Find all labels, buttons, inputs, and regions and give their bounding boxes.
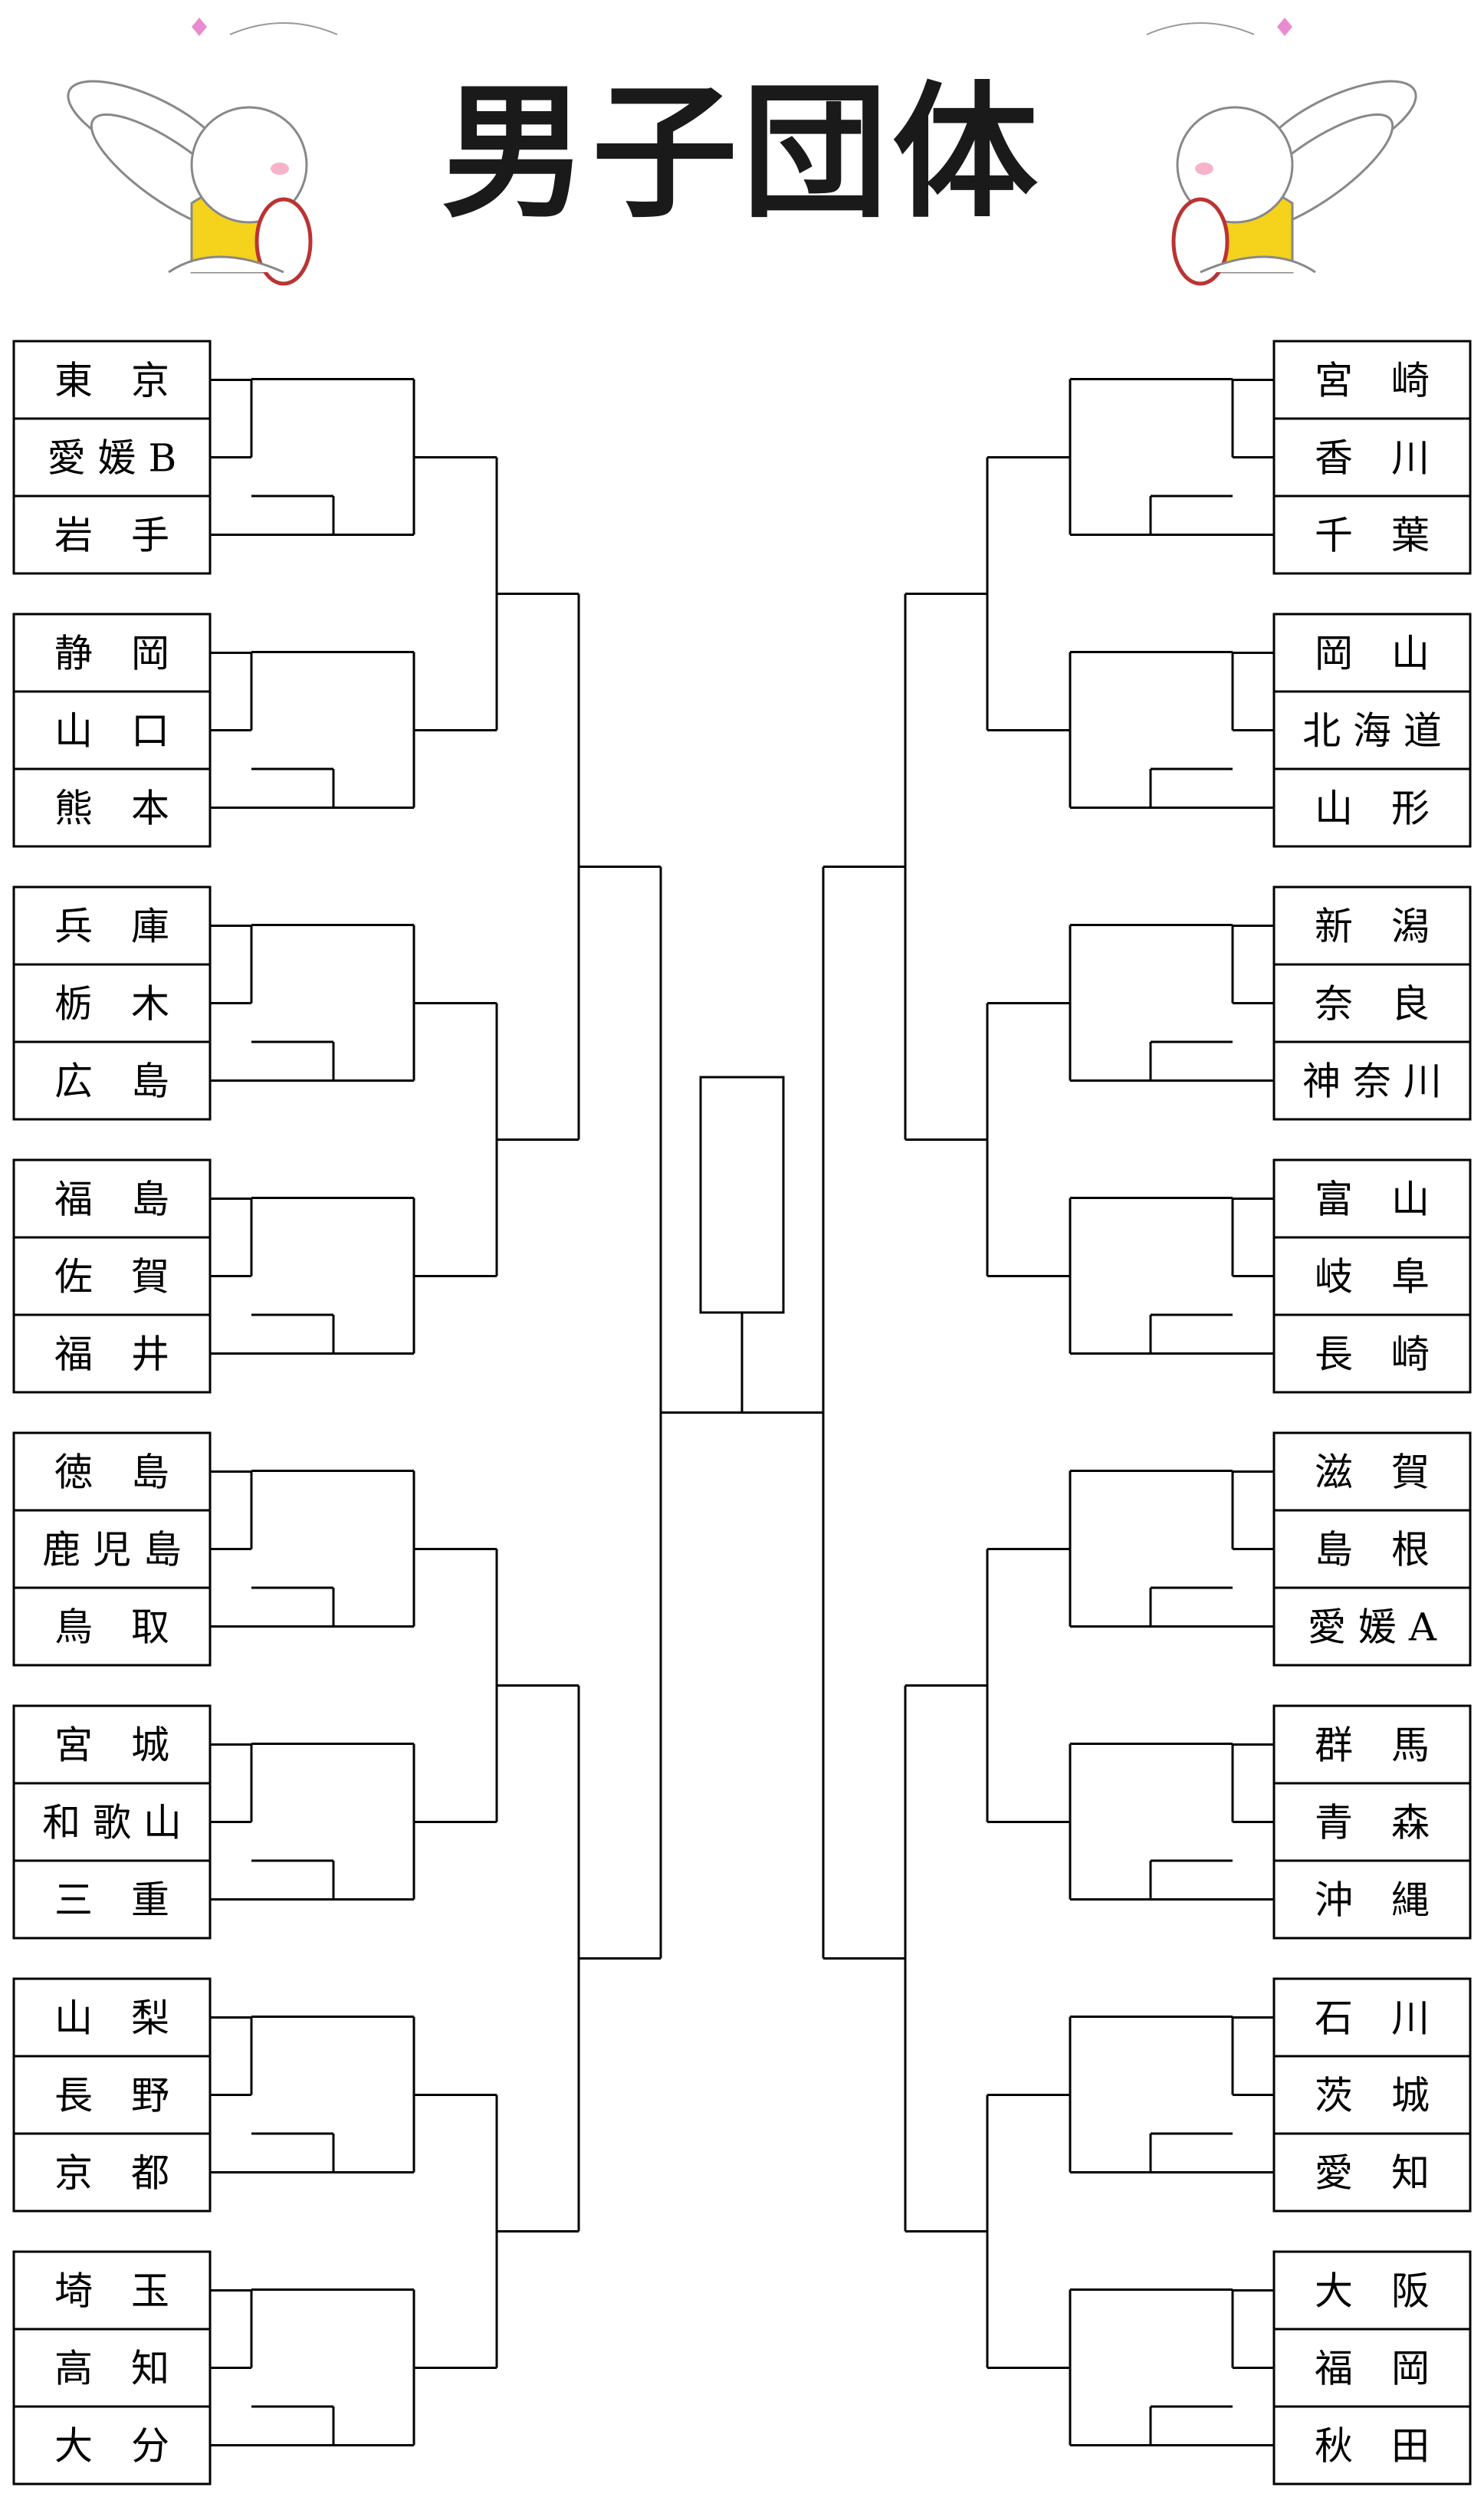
page-title: 男子団体 [441, 68, 1042, 238]
team-box [12, 1313, 212, 1394]
team-box [12, 340, 212, 420]
team-name: 山 形 [1315, 787, 1430, 831]
champion-box [699, 1076, 785, 1314]
team-name: 和 歌 山 [42, 1801, 182, 1845]
team-name: 高 知 [54, 2347, 169, 2391]
team-name: 京 都 [54, 2151, 169, 2196]
team-box [1272, 340, 1472, 420]
team-box [1272, 2250, 1472, 2331]
team-name: 大 分 [54, 2424, 169, 2469]
team-box [12, 2405, 212, 2486]
team-name: 宮 城 [54, 1723, 169, 1768]
team-name: 岐 阜 [1315, 1255, 1430, 1299]
team-name: 愛 知 [1315, 2151, 1430, 2196]
team-box [12, 1236, 212, 1316]
team-box [12, 2132, 212, 2213]
team-name: 岡 山 [1315, 632, 1430, 676]
team-box [12, 767, 212, 848]
team-box [12, 885, 212, 966]
team-box [1272, 1236, 1472, 1316]
team-box [12, 1158, 212, 1239]
team-name: 愛 媛 B [48, 436, 177, 481]
team-box [1272, 2055, 1472, 2135]
team-box [1272, 1431, 1472, 1512]
team-name: 福 島 [54, 1178, 169, 1222]
team-name: 埼 玉 [54, 2269, 169, 2314]
team-name: 青 森 [1315, 1801, 1430, 1845]
team-name: 長 野 [54, 2074, 169, 2118]
team-name: 広 島 [54, 1060, 169, 1104]
team-box [1272, 1704, 1472, 1785]
team-name: 宮 崎 [1315, 359, 1430, 403]
team-box [12, 2328, 212, 2408]
team-name: 東 京 [54, 359, 169, 403]
rabbit-tennis-mascot-icon [1146, 18, 1417, 286]
team-name: 岩 手 [54, 514, 169, 558]
team-box [1272, 417, 1472, 498]
team-name: 山 梨 [54, 1996, 169, 2041]
team-box [12, 963, 212, 1043]
team-box [12, 2250, 212, 2331]
team-box [1272, 1782, 1472, 1862]
team-name: 滋 賀 [1315, 1451, 1430, 1495]
team-box [12, 494, 212, 575]
team-name: 栃 木 [54, 982, 169, 1027]
team-name: 新 潟 [1315, 905, 1430, 949]
team-box [12, 417, 212, 498]
team-box [12, 1782, 212, 1862]
team-name: 愛 媛 A [1308, 1605, 1437, 1650]
team-name: 北 海 道 [1302, 709, 1442, 754]
team-name: 奈 良 [1315, 982, 1430, 1027]
team-name: 福 岡 [1315, 2347, 1430, 2391]
team-name: 香 川 [1315, 436, 1430, 481]
team-box [12, 1040, 212, 1121]
team-name: 三 重 [54, 1878, 169, 1923]
team-name: 茨 城 [1315, 2074, 1430, 2118]
team-name: 島 根 [1315, 1528, 1430, 1572]
team-box [1272, 963, 1472, 1043]
team-name: 神 奈 川 [1302, 1060, 1442, 1104]
rabbit-tennis-mascot-icon [67, 18, 338, 286]
team-name: 石 川 [1315, 1996, 1430, 2041]
team-name: 徳 島 [54, 1451, 169, 1495]
team-name: 兵 庫 [54, 905, 169, 949]
team-name: 熊 本 [54, 787, 169, 831]
team-box [12, 1859, 212, 1940]
team-name: 富 山 [1315, 1178, 1430, 1222]
team-box [1272, 1586, 1472, 1667]
team-name: 静 岡 [54, 632, 169, 676]
team-box [12, 1977, 212, 2058]
team-name: 鳥 取 [54, 1605, 169, 1650]
team-name: 大 阪 [1315, 2269, 1430, 2314]
team-box [1272, 767, 1472, 848]
team-name: 長 崎 [1315, 1332, 1430, 1377]
team-name: 秋 田 [1315, 2424, 1430, 2469]
team-box [12, 2055, 212, 2135]
team-name: 千 葉 [1315, 514, 1430, 558]
team-name: 佐 賀 [54, 1255, 169, 1299]
team-box [1272, 2132, 1472, 2213]
team-box [1272, 494, 1472, 575]
team-name: 群 馬 [1315, 1723, 1430, 1768]
team-name: 鹿 児 島 [42, 1528, 182, 1572]
team-name: 山 口 [54, 709, 169, 754]
team-box [1272, 885, 1472, 966]
team-box [1272, 2405, 1472, 2486]
team-box [1272, 690, 1472, 770]
team-name: 沖 縄 [1315, 1878, 1430, 1923]
team-name: 福 井 [54, 1332, 169, 1377]
team-box [1272, 1313, 1472, 1394]
